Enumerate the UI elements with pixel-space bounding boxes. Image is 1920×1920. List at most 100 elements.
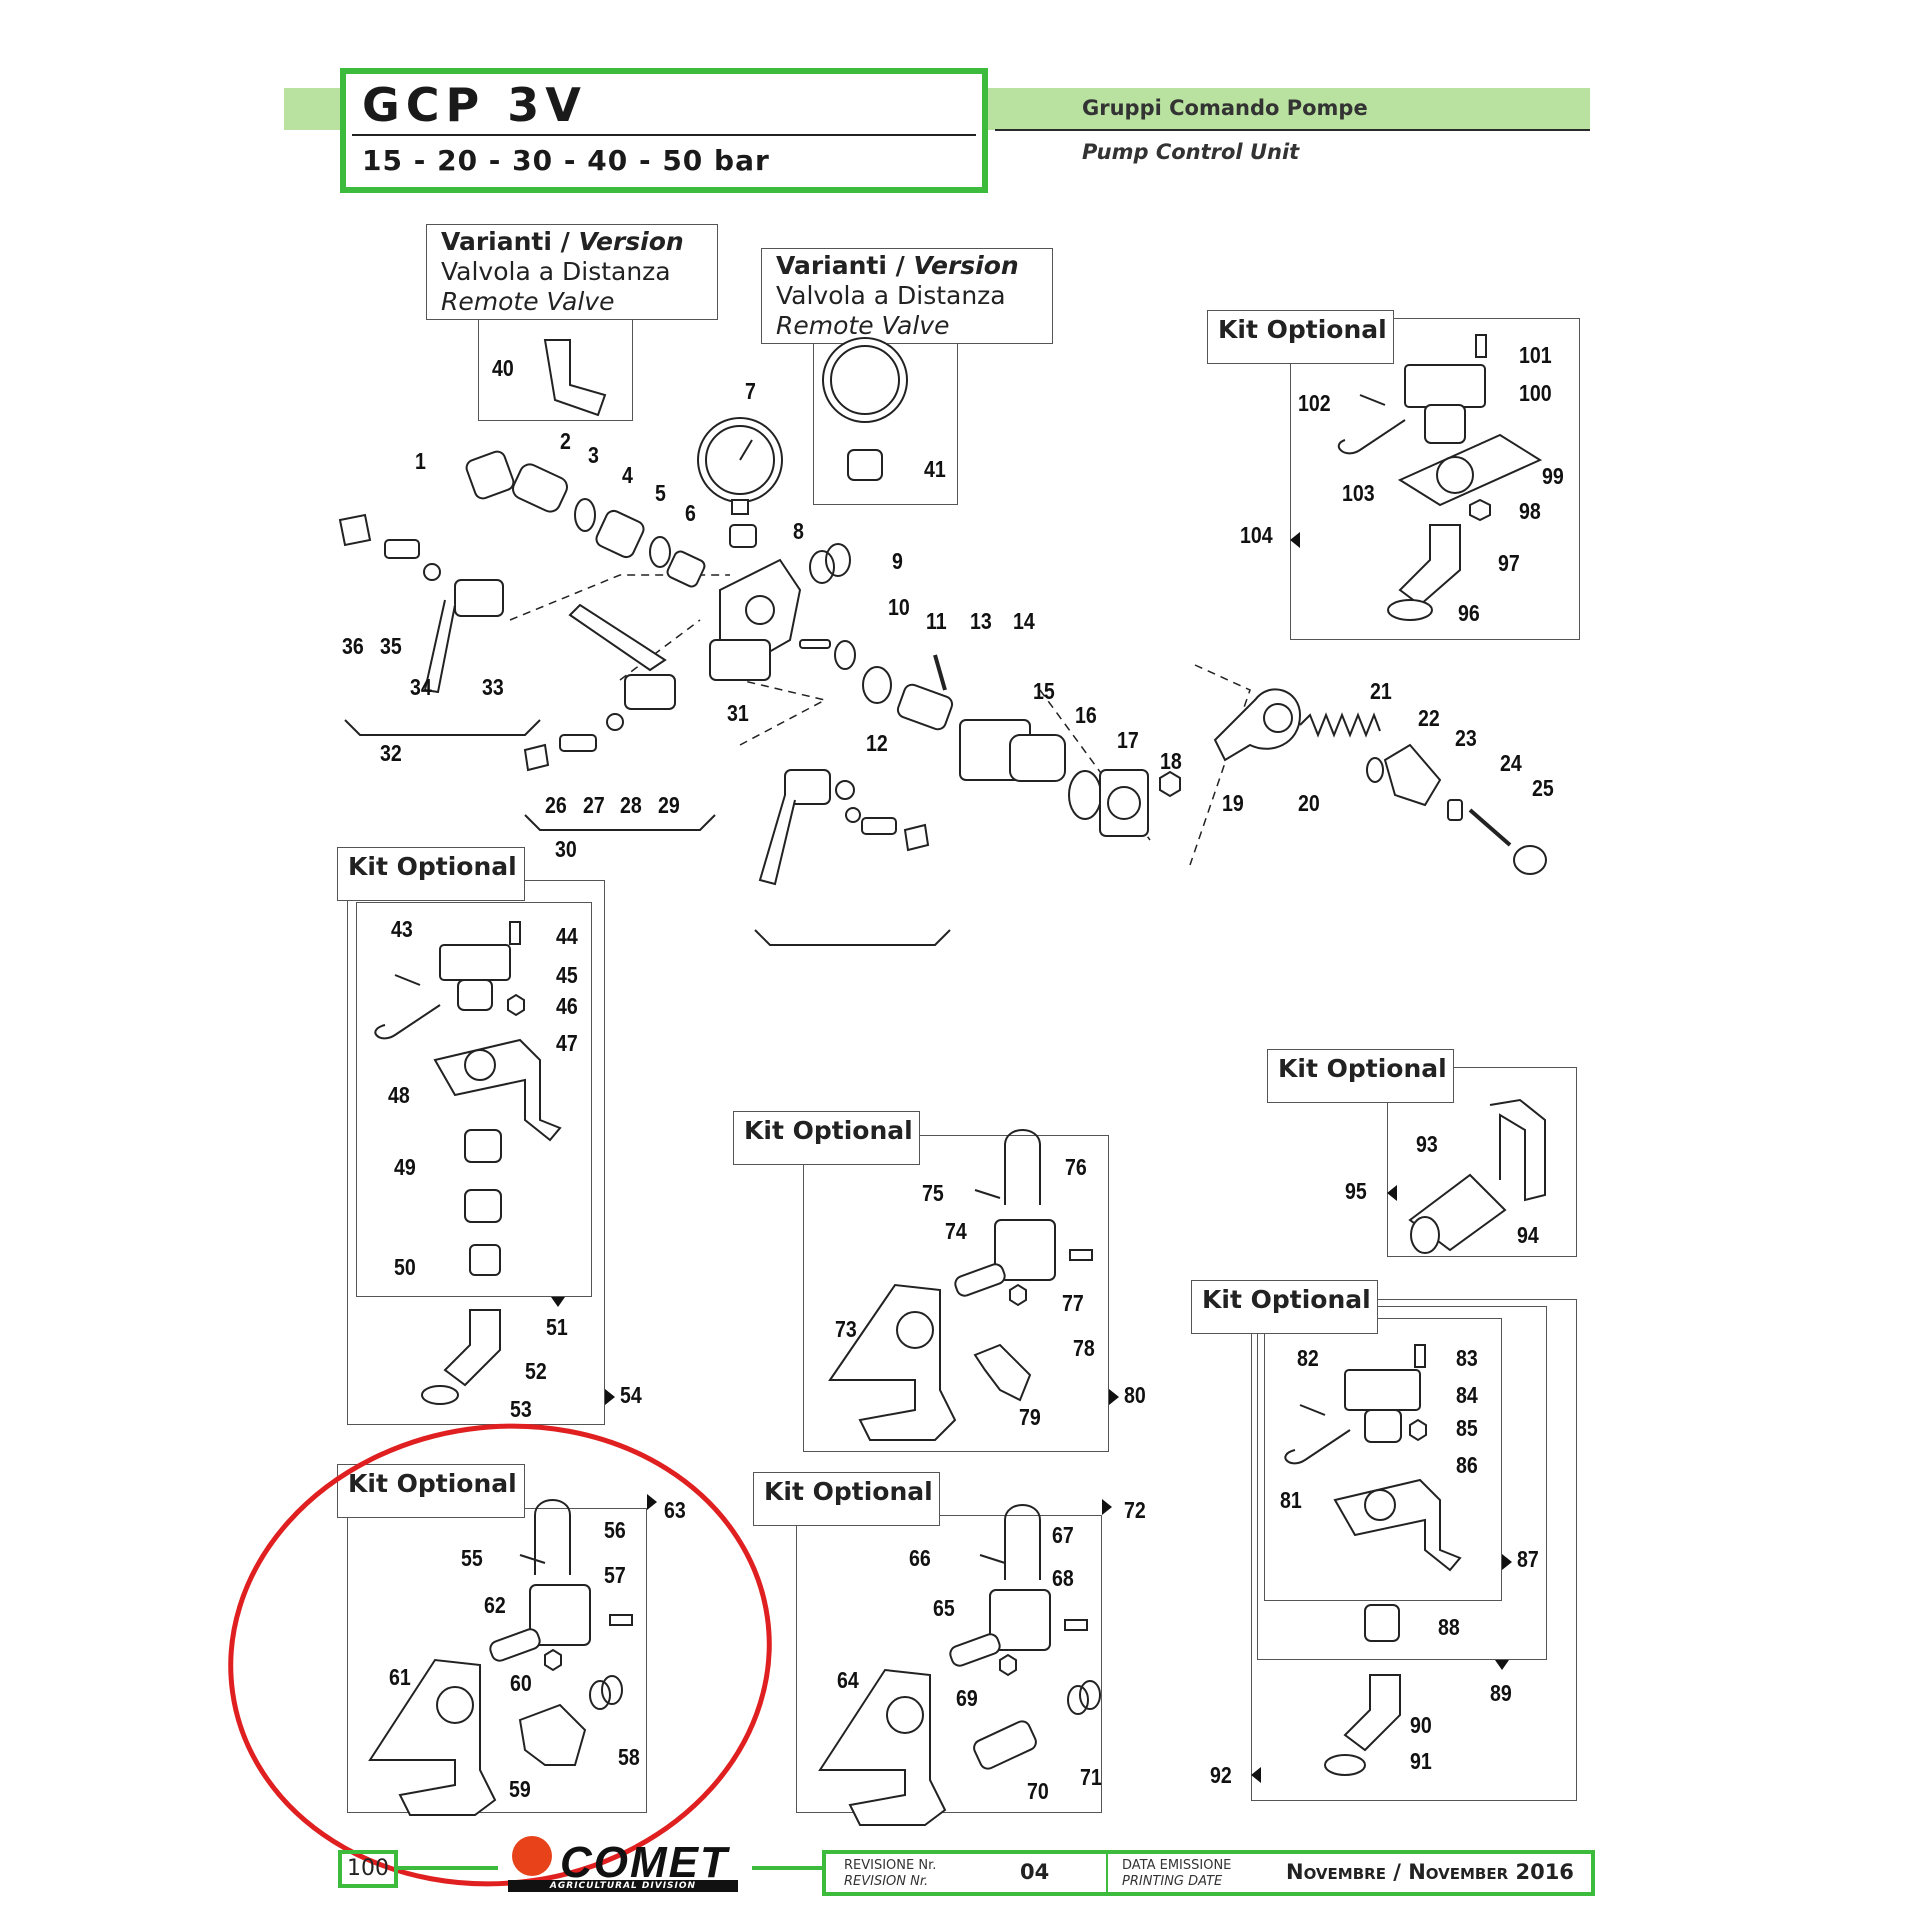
part-number-11: 11 bbox=[926, 608, 947, 634]
kit-label-92: Kit Optional bbox=[1191, 1280, 1378, 1334]
part-83 bbox=[1414, 1344, 1426, 1368]
part-1 bbox=[465, 450, 515, 500]
part-number-62: 62 bbox=[484, 1592, 506, 1618]
part-17 bbox=[1099, 769, 1149, 837]
part-number-66: 66 bbox=[909, 1545, 931, 1571]
part-46 bbox=[507, 993, 525, 1017]
part-number-54: 54 bbox=[620, 1382, 642, 1408]
kit-label-top-right: Kit Optional bbox=[1207, 310, 1394, 364]
footer-separator bbox=[1106, 1854, 1108, 1892]
pointer-89 bbox=[1495, 1660, 1509, 1670]
part-81 bbox=[1284, 1429, 1351, 1465]
revision-number: 04 bbox=[1020, 1860, 1050, 1884]
part-56 bbox=[534, 1499, 571, 1575]
printing-date: Novembre / November 2016 bbox=[1286, 1860, 1574, 1884]
part-number-97: 97 bbox=[1498, 550, 1520, 576]
assembly-line-31 bbox=[619, 619, 701, 681]
part-48 bbox=[374, 1004, 441, 1040]
part-number-17: 17 bbox=[1117, 727, 1139, 753]
part-69 bbox=[999, 1653, 1017, 1677]
part-number-90: 90 bbox=[1410, 1712, 1432, 1738]
variant-line2: Remote Valve bbox=[441, 287, 615, 316]
part-number-45: 45 bbox=[556, 962, 578, 988]
part-number-96: 96 bbox=[1458, 600, 1480, 626]
subtitle-english: Pump Control Unit bbox=[1082, 140, 1300, 164]
part-9 bbox=[809, 550, 835, 584]
part-number-87: 87 bbox=[1517, 1546, 1539, 1572]
part-number-40: 40 bbox=[492, 355, 514, 381]
kit-label-95: Kit Optional bbox=[1267, 1049, 1454, 1103]
part-3 bbox=[574, 498, 596, 532]
date-label-it: DATA EMISSIONE bbox=[1122, 1858, 1232, 1873]
part-number-1: 1 bbox=[415, 448, 426, 474]
pointer-92 bbox=[1251, 1767, 1261, 1783]
part-number-19: 19 bbox=[1222, 790, 1244, 816]
part-number-57: 57 bbox=[604, 1562, 626, 1588]
part-number-20: 20 bbox=[1298, 790, 1320, 816]
part-71 bbox=[1067, 1685, 1089, 1715]
part-58 bbox=[589, 1680, 611, 1710]
part-number-72: 72 bbox=[1124, 1497, 1146, 1523]
part-number-4: 4 bbox=[622, 462, 633, 488]
part-13 bbox=[933, 654, 947, 691]
kit-frame-95 bbox=[1387, 1067, 1577, 1257]
part-10 bbox=[799, 639, 831, 649]
part-73 bbox=[828, 1283, 957, 1441]
part-number-5: 5 bbox=[655, 480, 666, 506]
part-number-79: 79 bbox=[1019, 1404, 1041, 1430]
part-number-48: 48 bbox=[388, 1082, 410, 1108]
part-77 bbox=[1069, 1249, 1093, 1261]
part-number-81: 81 bbox=[1280, 1487, 1302, 1513]
part-57 bbox=[609, 1614, 633, 1626]
part-60 bbox=[544, 1648, 562, 1672]
part-number-13: 13 bbox=[970, 608, 992, 634]
pointer-51 bbox=[551, 1297, 565, 1307]
brand-division: AGRICULTURAL DIVISION bbox=[508, 1880, 738, 1892]
part-41 bbox=[822, 337, 908, 423]
part-34 bbox=[423, 563, 441, 581]
part-number-23: 23 bbox=[1455, 725, 1477, 751]
part-88 bbox=[1364, 1604, 1400, 1642]
part-number-102: 102 bbox=[1298, 390, 1331, 416]
part-number-52: 52 bbox=[525, 1358, 547, 1384]
part-number-36: 36 bbox=[342, 633, 364, 659]
footer-rule-right bbox=[752, 1866, 822, 1870]
part-86 bbox=[1333, 1478, 1462, 1572]
part-16 bbox=[1068, 770, 1102, 820]
part-99 bbox=[1397, 433, 1543, 507]
part-number-71: 71 bbox=[1080, 1764, 1102, 1790]
part-78 bbox=[1009, 1283, 1027, 1307]
part-70 bbox=[973, 1720, 1037, 1770]
part-65 bbox=[989, 1589, 1051, 1651]
part-44 bbox=[509, 921, 521, 945]
part-number-30: 30 bbox=[555, 836, 577, 862]
date-label-en: PRINTING DATE bbox=[1122, 1874, 1223, 1889]
part-number-7: 7 bbox=[745, 378, 756, 404]
kit-frame-72 bbox=[796, 1515, 1102, 1813]
part-number-41: 41 bbox=[924, 456, 946, 482]
part-number-93: 93 bbox=[1416, 1131, 1438, 1157]
subtitle-italian: Gruppi Comando Pompe bbox=[1082, 96, 1368, 120]
part-number-26: 26 bbox=[545, 792, 567, 818]
part-number-82: 82 bbox=[1297, 1345, 1319, 1371]
variant-line1: Valvola a Distanza bbox=[776, 281, 1006, 310]
part-number-68: 68 bbox=[1052, 1565, 1074, 1591]
kit-label-63: Kit Optional bbox=[337, 1464, 525, 1518]
kit-label-54: Kit Optional bbox=[337, 847, 525, 901]
part-26 bbox=[523, 743, 550, 772]
part-64 bbox=[818, 1668, 947, 1826]
part-79 bbox=[973, 1343, 1032, 1402]
part-62 bbox=[529, 1584, 591, 1646]
part-number-35: 35 bbox=[380, 633, 402, 659]
part-45 bbox=[439, 944, 511, 981]
part-27 bbox=[559, 734, 597, 752]
part-number-47: 47 bbox=[556, 1030, 578, 1056]
part-number-85: 85 bbox=[1456, 1415, 1478, 1441]
part-number-49: 49 bbox=[394, 1154, 416, 1180]
part-91 bbox=[1324, 1754, 1366, 1776]
part-number-86: 86 bbox=[1456, 1452, 1478, 1478]
part-number-92: 92 bbox=[1210, 1762, 1232, 1788]
page-number: 100 bbox=[338, 1850, 398, 1888]
part-22 bbox=[1383, 743, 1442, 807]
